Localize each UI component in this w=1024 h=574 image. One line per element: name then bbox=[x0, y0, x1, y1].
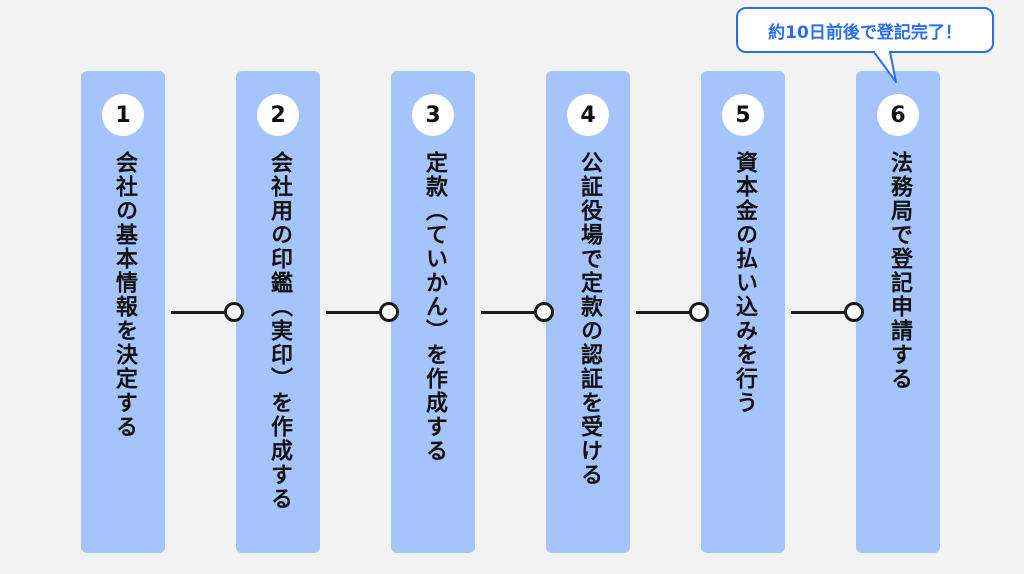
step-label: 会社用の印鑑（実印）を作成する bbox=[267, 151, 292, 511]
step-card-2: 2 会社用の印鑑（実印）を作成する bbox=[236, 71, 320, 553]
connector-dot bbox=[534, 302, 554, 322]
step-number-badge: 1 bbox=[102, 94, 144, 136]
connector-line bbox=[636, 311, 706, 314]
step-card-1: 1 会社の基本情報を決定する bbox=[81, 71, 165, 553]
connector-dot bbox=[689, 302, 709, 322]
step-label: 公証役場で定款の認証を受ける bbox=[577, 151, 602, 487]
connector-dot bbox=[379, 302, 399, 322]
step-card-5: 5 資本金の払い込みを行う bbox=[701, 71, 785, 553]
connector-line bbox=[791, 311, 861, 314]
step-card-4: 4 公証役場で定款の認証を受ける bbox=[546, 71, 630, 553]
step-number-badge: 3 bbox=[412, 94, 454, 136]
connector-line bbox=[326, 311, 396, 314]
step-number-badge: 4 bbox=[567, 94, 609, 136]
step-number-badge: 6 bbox=[877, 94, 919, 136]
completion-callout: 約10日前後で登記完了！ bbox=[736, 7, 994, 53]
connector-dot bbox=[844, 302, 864, 322]
callout-text: 約10日前後で登記完了！ bbox=[768, 22, 962, 43]
step-number-badge: 2 bbox=[257, 94, 299, 136]
callout-tail bbox=[873, 50, 897, 83]
step-label: 会社の基本情報を決定する bbox=[112, 151, 137, 439]
step-label: 資本金の払い込みを行う bbox=[732, 151, 757, 415]
step-number-badge: 5 bbox=[722, 94, 764, 136]
connector-line bbox=[481, 311, 551, 314]
step-label: 法務局で登記申請する bbox=[887, 151, 912, 391]
connector-line bbox=[171, 311, 241, 314]
step-card-6: 6 法務局で登記申請する bbox=[856, 71, 940, 553]
step-label: 定款（ていかん）を作成する bbox=[422, 151, 447, 463]
step-card-3: 3 定款（ていかん）を作成する bbox=[391, 71, 475, 553]
connector-dot bbox=[224, 302, 244, 322]
